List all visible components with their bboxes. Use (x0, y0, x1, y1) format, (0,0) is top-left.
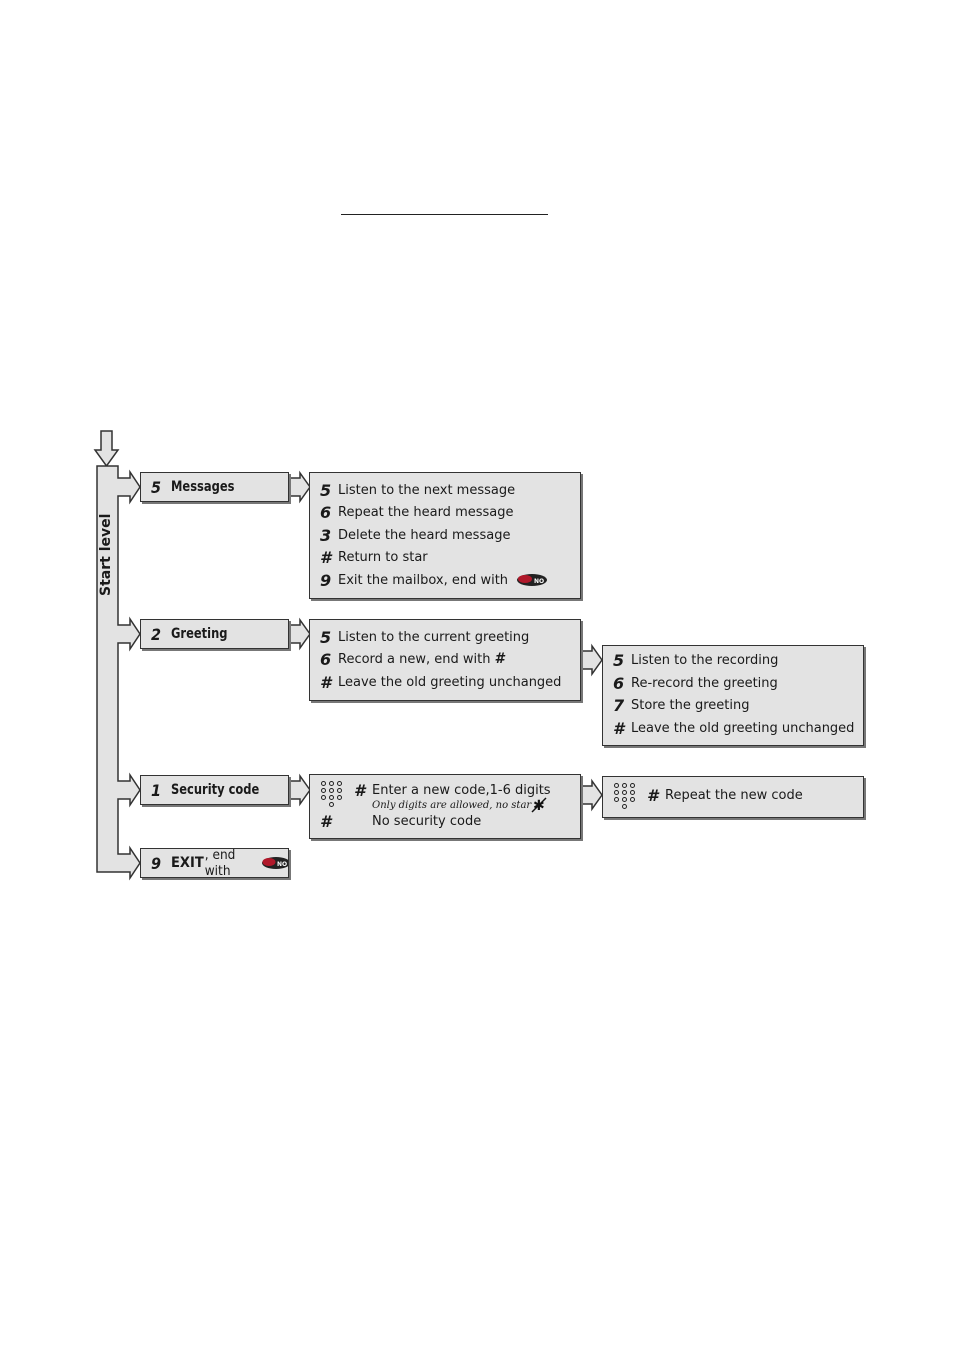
greeting-option[interactable]: # Leave the old greeting unchanged (320, 672, 562, 692)
security-key: 1 (151, 780, 162, 800)
exit-suffix: , end with (204, 847, 236, 879)
messages-option[interactable]: # Return to star (320, 547, 428, 567)
repeat-code-panel: # Repeat the new code (602, 776, 864, 818)
security-option[interactable]: # No security code (320, 811, 482, 831)
start-level-label: Start level (98, 513, 114, 596)
security-title: Security code (171, 782, 260, 798)
security-code-menu-item[interactable]: 1 Security code (140, 775, 289, 805)
security-sub-arrow-icon (579, 778, 603, 812)
messages-option[interactable]: 3 Delete the heard message (320, 525, 511, 545)
star-crossed-icon: ✱ (531, 797, 547, 813)
greeting-title: Greeting (171, 626, 228, 642)
record-option[interactable]: 6 Re-record the greeting (613, 673, 778, 693)
greeting-option[interactable]: 5 Listen to the current greeting (320, 627, 530, 647)
header-rule (341, 214, 548, 215)
greeting-record-panel: 5 Listen to the recording 6 Re-record th… (602, 645, 864, 746)
svg-text:NO: NO (534, 578, 544, 585)
exit-title: EXIT (171, 855, 204, 871)
record-option[interactable]: 7 Store the greeting (613, 695, 750, 715)
greeting-key: 2 (151, 624, 162, 644)
record-option[interactable]: 5 Listen to the recording (613, 650, 779, 670)
exit-key: 9 (151, 853, 162, 873)
messages-title: Messages (171, 479, 235, 495)
security-arrow-icon (287, 773, 311, 807)
exit-menu-item[interactable]: 9 EXIT , end with NO (140, 847, 289, 879)
messages-key: 5 (151, 477, 162, 497)
hash-key: # (494, 651, 505, 667)
security-options-panel: # Enter a new code,1-6 digits Only digit… (309, 774, 581, 839)
repeat-code-option[interactable]: # Repeat the new code (647, 785, 803, 805)
greeting-sub-arrow-icon (579, 643, 603, 677)
greeting-options-panel: 5 Listen to the current greeting 6 Recor… (309, 619, 581, 701)
keypad-icon (614, 783, 636, 809)
messages-menu-item[interactable]: 5 Messages (140, 472, 289, 502)
no-button-icon: NO (517, 574, 548, 586)
messages-arrow-icon (287, 470, 311, 504)
greeting-menu-item[interactable]: 2 Greeting (140, 619, 289, 649)
messages-options-panel: 5 Listen to the next message 6 Repeat th… (309, 472, 581, 599)
greeting-option[interactable]: 6 Record a new, end with # (320, 649, 505, 669)
no-button-icon: NO (261, 857, 288, 869)
svg-text:NO: NO (277, 861, 287, 868)
entry-arrow-icon (93, 430, 120, 468)
security-option[interactable]: # Enter a new code,1-6 digits (354, 780, 551, 800)
messages-option[interactable]: 5 Listen to the next message (320, 480, 516, 500)
messages-option[interactable]: 9 Exit the mailbox, end with NO (320, 569, 548, 591)
record-option[interactable]: # Leave the old greeting unchanged (613, 718, 855, 738)
messages-option[interactable]: 6 Repeat the heard message (320, 502, 514, 522)
keypad-icon (321, 781, 343, 807)
greeting-arrow-icon (287, 617, 311, 651)
security-note: Only digits are allowed, no star (372, 799, 532, 811)
